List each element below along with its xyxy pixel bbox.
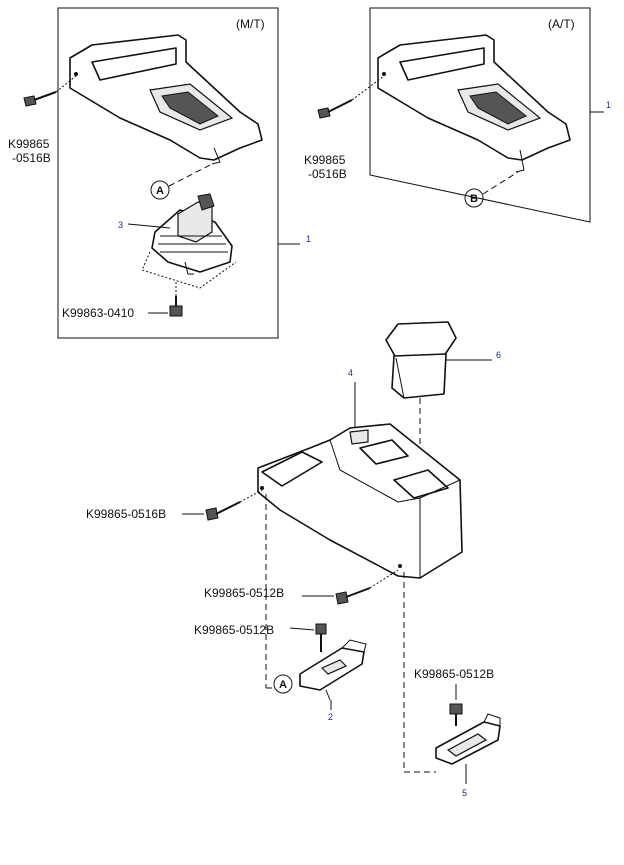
callout-5: 5: [462, 788, 467, 798]
at-screw-0516b: [317, 75, 385, 119]
mt-panel-frame: [57, 7, 279, 339]
at-panel-label: (A/T): [548, 17, 575, 31]
callout-1-at: 1: [606, 100, 611, 110]
at-screw-code-line1: K99865: [304, 153, 346, 167]
bracket2-screw: [315, 623, 327, 652]
mt-screw-0410: [169, 282, 183, 317]
callout-2: 2: [328, 712, 333, 722]
mt-console-upper: [69, 34, 263, 165]
console-screw-0512b-code: K99865-0512B: [204, 586, 284, 600]
circled-a-bottom: [273, 674, 293, 694]
bracket5-screw-code: K99865-0512B: [414, 667, 494, 681]
circled-a-bottom-letter: A: [279, 679, 287, 691]
bracket-part-5: [435, 713, 501, 765]
callout-1-mt: 1: [306, 234, 311, 244]
mt-screw-code-line1: K99865: [8, 137, 50, 151]
circled-a-top: [150, 180, 170, 200]
at-panel-frame: [369, 7, 591, 223]
shift-boot-assembly: [141, 193, 237, 289]
mt-screw-code-line2: -0516B: [12, 151, 51, 165]
mt-screw-0410-code: K99863-0410: [62, 306, 134, 320]
mt-screw-0516b: [23, 75, 77, 107]
bracket2-screw-code: K99865-0512B: [194, 623, 274, 637]
mt-panel-label: (M/T): [236, 17, 265, 31]
at-console-upper: [377, 34, 571, 173]
at-screw-code-line2: -0516B: [308, 167, 347, 181]
circled-a-top-letter: A: [156, 185, 164, 197]
main-console: [257, 423, 463, 579]
main-screw-0516b-code: K99865-0516B: [86, 507, 166, 521]
bracket5-screw: [449, 703, 463, 726]
circled-b-top: [464, 188, 484, 208]
bracket-part-2: [299, 639, 367, 701]
console-screw-0512b: [335, 569, 399, 605]
circled-b-top-letter: B: [470, 193, 478, 205]
callout-4: 4: [348, 368, 353, 378]
callout-6: 6: [496, 350, 501, 360]
console-box-lid: [385, 321, 457, 399]
main-screw-0516b: [205, 489, 263, 521]
callout-3: 3: [118, 220, 123, 230]
